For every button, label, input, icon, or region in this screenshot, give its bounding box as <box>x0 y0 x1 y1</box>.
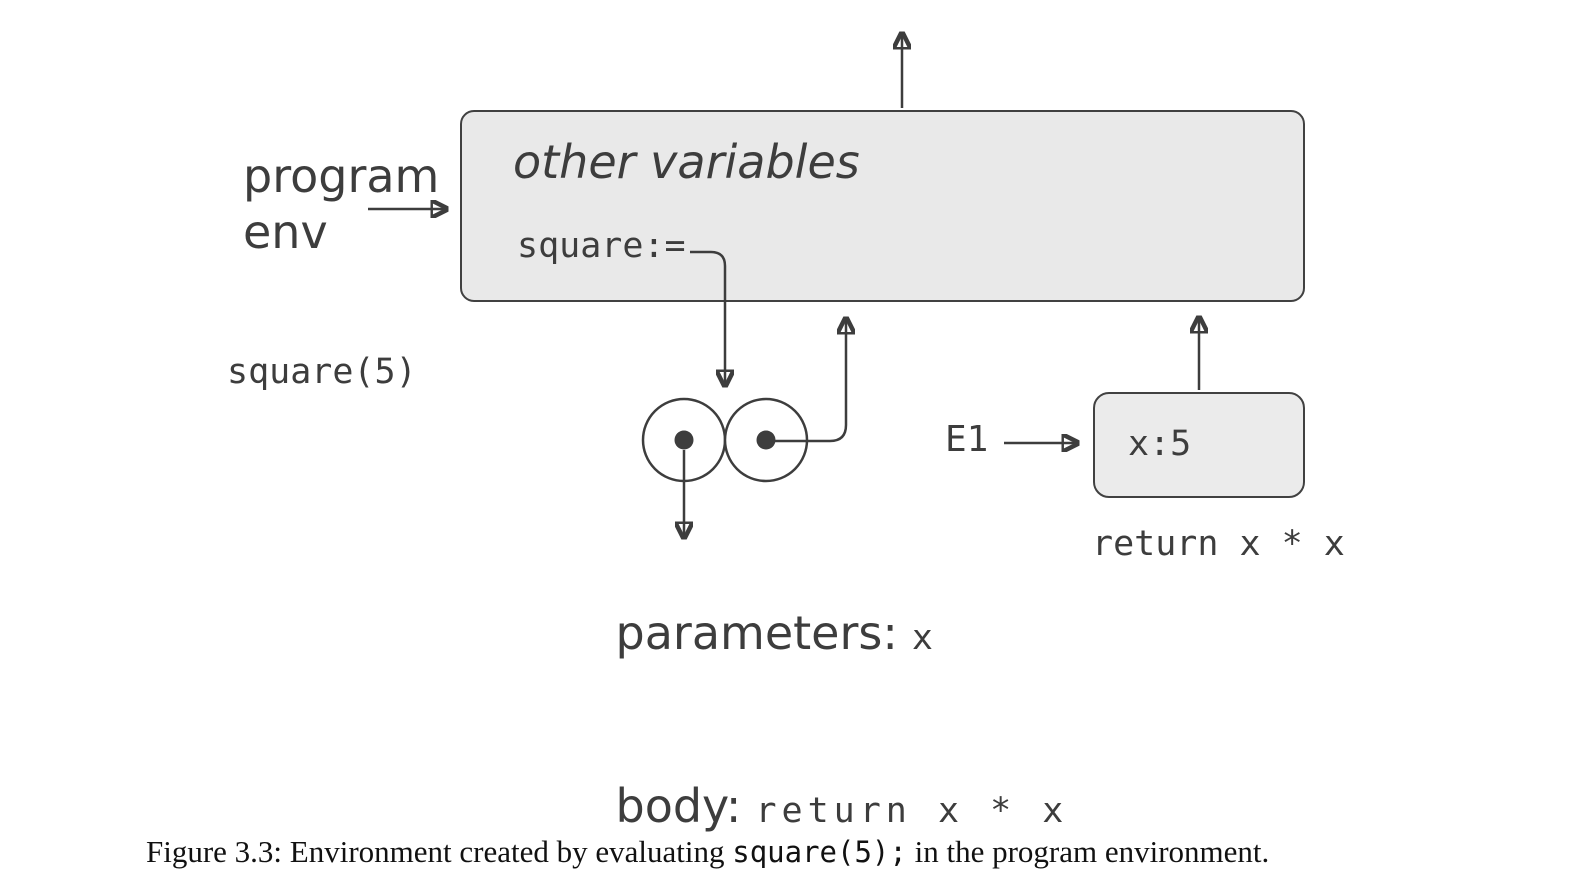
parameters-value: x <box>911 618 938 658</box>
e1-frame-box <box>1093 392 1305 498</box>
program-env-label-line1: program <box>243 149 440 203</box>
parameters-label: parameters: <box>615 606 898 660</box>
square-binding-label: square:= <box>517 226 686 266</box>
function-object-right-dot <box>756 430 776 450</box>
function-env-up-arrow-icon <box>775 319 846 443</box>
function-object-left-circle <box>641 397 727 483</box>
e1-label: E1 <box>945 419 989 460</box>
function-object-left-dot <box>674 430 694 450</box>
function-spec-block: parameters: x body: return x * x <box>585 552 1068 874</box>
caption-suffix: in the program environment. <box>906 834 1270 869</box>
caption-prefix: Figure 3.3: Environment created by evalu… <box>146 834 733 869</box>
body-value: return x * x <box>755 791 1069 831</box>
frame-return-expression: return x * x <box>1092 524 1345 564</box>
other-variables-heading: other variables <box>513 135 860 189</box>
frame-entry-label: x:5 <box>1128 424 1192 464</box>
caption-code: square(5); <box>732 835 907 869</box>
parameters-line: parameters: x <box>585 552 1068 725</box>
body-line: body: return x * x <box>585 725 1068 874</box>
program-env-box <box>460 110 1305 302</box>
function-object-right-circle <box>723 397 809 483</box>
body-label: body: <box>615 779 742 833</box>
call-expression-label: square(5) <box>227 352 417 392</box>
program-env-label: program env <box>243 148 439 260</box>
figure-caption: Figure 3.3: Environment created by evalu… <box>115 789 1269 874</box>
program-env-label-line2: env <box>243 205 328 259</box>
